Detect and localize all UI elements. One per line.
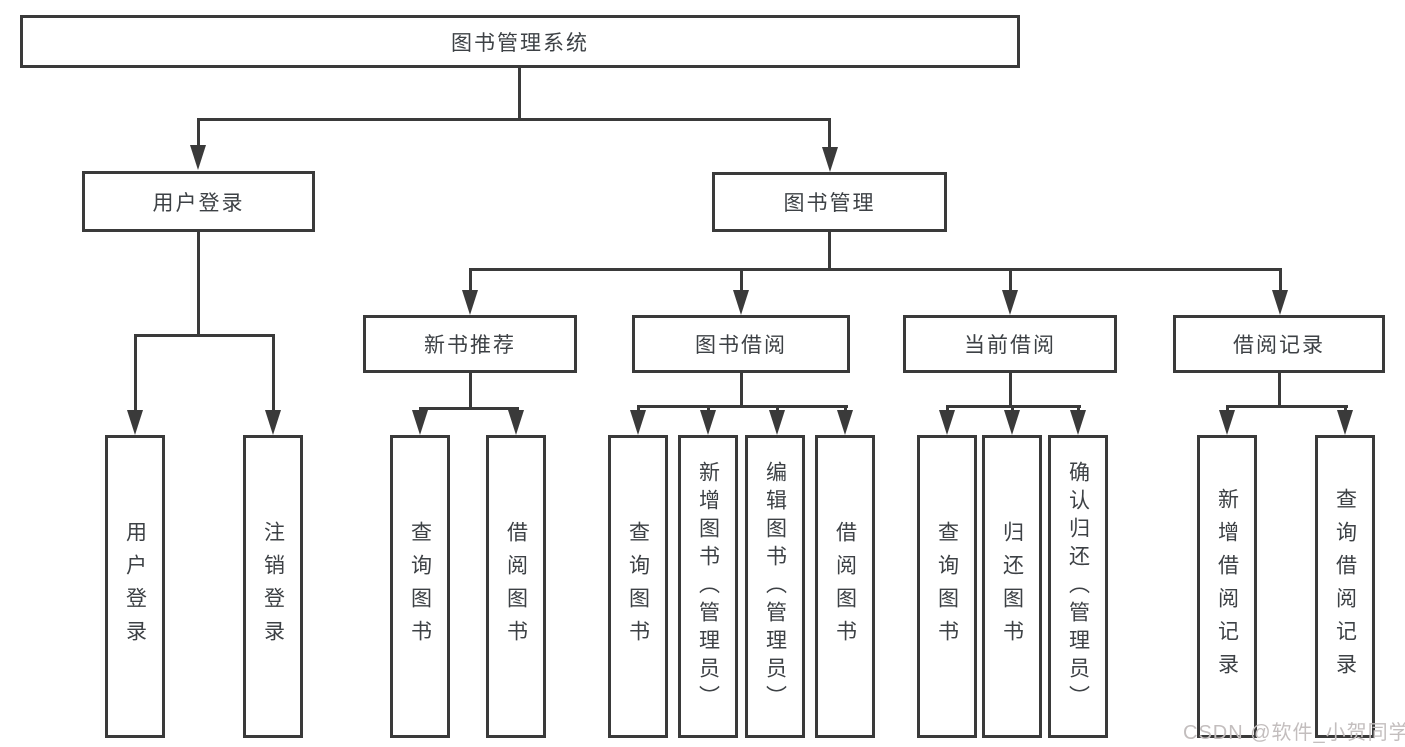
leaf-recommend-borrow-book: 借阅图书 bbox=[486, 435, 546, 738]
arrow-to-new-rec bbox=[462, 290, 478, 315]
arrow-to-bb-query bbox=[630, 410, 646, 435]
arrow-to-bb-add bbox=[700, 410, 716, 435]
leaf-edit-book-admin: 编辑图书（管理员） bbox=[745, 435, 805, 738]
connector-drop-leaf-user-login bbox=[134, 334, 137, 413]
connector-drop-book-borrow bbox=[740, 268, 743, 293]
connector-drop-leaf-logout bbox=[272, 334, 275, 413]
arrow-to-leaf-user-login bbox=[127, 410, 143, 435]
leaf-current-query-book: 查询图书 bbox=[917, 435, 977, 738]
node-current-borrow: 当前借阅 bbox=[903, 315, 1117, 373]
leaf-query-borrow-record-label: 查询借阅记录 bbox=[1333, 487, 1357, 686]
leaf-recommend-query-book-label: 查询图书 bbox=[408, 520, 432, 653]
arrow-to-cb-confirm bbox=[1070, 410, 1086, 435]
node-borrow-records: 借阅记录 bbox=[1173, 315, 1385, 373]
connector-drop-new-rec bbox=[469, 268, 472, 293]
leaf-add-borrow-record-label: 新增借阅记录 bbox=[1215, 487, 1239, 686]
node-root-library-system: 图书管理系统 bbox=[20, 15, 1020, 68]
connector-new-rec-hbar bbox=[419, 407, 519, 410]
arrow-to-rec-borrow bbox=[508, 410, 524, 435]
connector-root-stem bbox=[518, 68, 521, 120]
leaf-logout-label: 注销登录 bbox=[261, 520, 285, 653]
node-user-login: 用户登录 bbox=[82, 171, 315, 232]
connector-drop-current bbox=[1009, 268, 1012, 293]
arrow-to-leaf-logout bbox=[265, 410, 281, 435]
connector-drop-cb2 bbox=[1011, 405, 1014, 413]
leaf-confirm-return-admin: 确认归还（管理员） bbox=[1048, 435, 1108, 738]
connector-drop-bb2 bbox=[707, 405, 710, 413]
connector-records-hbar bbox=[1226, 405, 1348, 408]
connector-drop-bb1 bbox=[637, 405, 640, 413]
leaf-logout: 注销登录 bbox=[243, 435, 303, 738]
connector-drop-bb4 bbox=[844, 405, 847, 413]
leaf-recommend-query-book: 查询图书 bbox=[390, 435, 450, 738]
arrow-to-bb-edit bbox=[769, 410, 785, 435]
leaf-add-borrow-record: 新增借阅记录 bbox=[1197, 435, 1257, 738]
connector-book-mgmt-stem bbox=[828, 232, 831, 270]
connector-user-login-hbar bbox=[134, 334, 275, 337]
connector-book-mgmt-hbar bbox=[469, 268, 1282, 271]
leaf-borrow-book-label: 借阅图书 bbox=[833, 520, 857, 653]
connector-drop-br1 bbox=[1226, 405, 1229, 413]
node-book-borrow: 图书借阅 bbox=[632, 315, 850, 373]
leaf-borrow-book: 借阅图书 bbox=[815, 435, 875, 738]
arrow-to-current bbox=[1002, 290, 1018, 315]
arrow-to-br-query bbox=[1337, 410, 1353, 435]
arrow-to-bb-borrow bbox=[837, 410, 853, 435]
connector-current-stem bbox=[1009, 373, 1012, 408]
connector-records-stem bbox=[1278, 373, 1281, 408]
arrow-to-user-login bbox=[190, 145, 206, 170]
leaf-edit-book-admin-label: 编辑图书（管理员） bbox=[763, 460, 787, 713]
leaf-borrow-query-book-label: 查询图书 bbox=[626, 520, 650, 653]
leaf-add-book-admin: 新增图书（管理员） bbox=[678, 435, 738, 738]
connector-user-login-stem bbox=[197, 232, 200, 337]
connector-drop-br2 bbox=[1344, 405, 1347, 413]
arrow-to-cb-return bbox=[1004, 410, 1020, 435]
arrow-to-records bbox=[1272, 290, 1288, 315]
leaf-user-login: 用户登录 bbox=[105, 435, 165, 738]
leaf-query-borrow-record: 查询借阅记录 bbox=[1315, 435, 1375, 738]
connector-drop-user-login bbox=[197, 118, 200, 148]
leaf-return-book-label: 归还图书 bbox=[1000, 520, 1024, 653]
connector-new-rec-stem bbox=[469, 373, 472, 410]
leaf-borrow-query-book: 查询图书 bbox=[608, 435, 668, 738]
connector-drop-cb3 bbox=[1077, 405, 1080, 413]
arrow-to-br-add bbox=[1219, 410, 1235, 435]
connector-drop-book-mgmt bbox=[828, 118, 831, 150]
arrow-to-book-mgmt bbox=[822, 147, 838, 172]
connector-root-hbar bbox=[197, 118, 831, 121]
leaf-current-query-book-label: 查询图书 bbox=[935, 520, 959, 653]
node-book-management: 图书管理 bbox=[712, 172, 947, 232]
connector-book-borrow-hbar bbox=[637, 405, 848, 408]
connector-book-borrow-stem bbox=[740, 373, 743, 408]
connector-drop-bb3 bbox=[776, 405, 779, 413]
arrow-to-book-borrow bbox=[733, 290, 749, 315]
node-new-book-recommend: 新书推荐 bbox=[363, 315, 577, 373]
connector-drop-cb1 bbox=[946, 405, 949, 413]
arrow-to-cb-query bbox=[939, 410, 955, 435]
connector-drop-records bbox=[1279, 268, 1282, 293]
csdn-watermark: CSDN @软件_小贺同学 bbox=[1183, 722, 1405, 744]
leaf-confirm-return-admin-label: 确认归还（管理员） bbox=[1066, 460, 1090, 713]
leaf-add-book-admin-label: 新增图书（管理员） bbox=[696, 460, 720, 713]
arrow-to-rec-query bbox=[412, 410, 428, 435]
leaf-user-login-label: 用户登录 bbox=[123, 520, 147, 653]
leaf-recommend-borrow-book-label: 借阅图书 bbox=[504, 520, 528, 653]
leaf-return-book: 归还图书 bbox=[982, 435, 1042, 738]
